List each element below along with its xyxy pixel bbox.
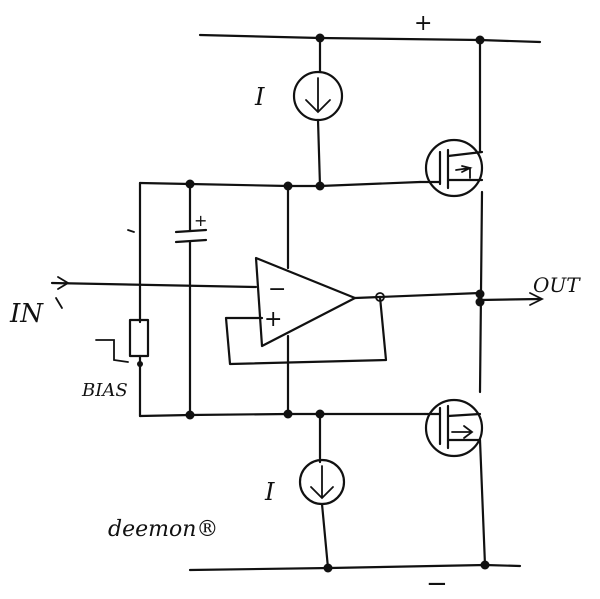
- opamp-noninverting-input: +: [264, 307, 282, 332]
- down-arrow-icon: [310, 465, 334, 500]
- input-arrow-icon: [57, 276, 70, 290]
- junction-dot: [283, 409, 293, 419]
- negative-rail: [188, 563, 522, 572]
- output-rail-lower: [478, 438, 487, 567]
- capacitor-plate-top: [174, 228, 208, 234]
- junction-dot: [315, 181, 325, 191]
- bottom-mosfet: [423, 398, 484, 458]
- bias-small-arrow: [127, 229, 135, 233]
- bottom-current-label: I: [264, 478, 275, 506]
- junction-dot: [137, 361, 143, 367]
- negative-rail-label: −: [426, 569, 448, 599]
- positive-rail: [198, 33, 542, 44]
- positive-rail-label: +: [414, 11, 432, 36]
- junction-dot: [315, 409, 325, 419]
- junction-dot: [283, 181, 293, 191]
- junction-dot: [475, 297, 485, 307]
- input-label-tick: [55, 297, 63, 309]
- junction-dot: [315, 33, 325, 43]
- opamp-body: [254, 256, 357, 348]
- bias-wiper: [95, 339, 129, 363]
- lower-gate-bus: [138, 412, 427, 418]
- capacitor-polarity-label: +: [194, 211, 207, 230]
- junction-dot: [185, 410, 195, 420]
- output-arrow-icon: [529, 292, 545, 306]
- top-source-wire-bottom: [316, 118, 322, 188]
- capacitor-plate-bottom: [174, 238, 208, 244]
- bias-resistor: [128, 318, 150, 358]
- junction-dot: [475, 35, 485, 45]
- output-wire: [478, 297, 542, 302]
- junction-dot: [475, 289, 485, 299]
- input-label: IN: [9, 299, 44, 329]
- output-label: OUT: [533, 273, 581, 297]
- upper-gate-bus: [138, 180, 422, 188]
- down-arrow-icon: [305, 77, 331, 114]
- bias-label: BIAS: [81, 380, 128, 401]
- signature: deemon®: [108, 517, 218, 542]
- junction-dot: [323, 563, 333, 573]
- feedback-loop: [224, 295, 388, 366]
- input-wire: [50, 281, 258, 289]
- junction-dot: [480, 560, 490, 570]
- top-mosfet: [418, 138, 484, 198]
- junction-dot: [185, 179, 195, 189]
- bottom-source-wire-bottom: [320, 502, 330, 570]
- opamp-output-wire: [353, 291, 482, 300]
- top-current-label: I: [254, 83, 265, 111]
- opamp-inverting-input: −: [268, 277, 286, 302]
